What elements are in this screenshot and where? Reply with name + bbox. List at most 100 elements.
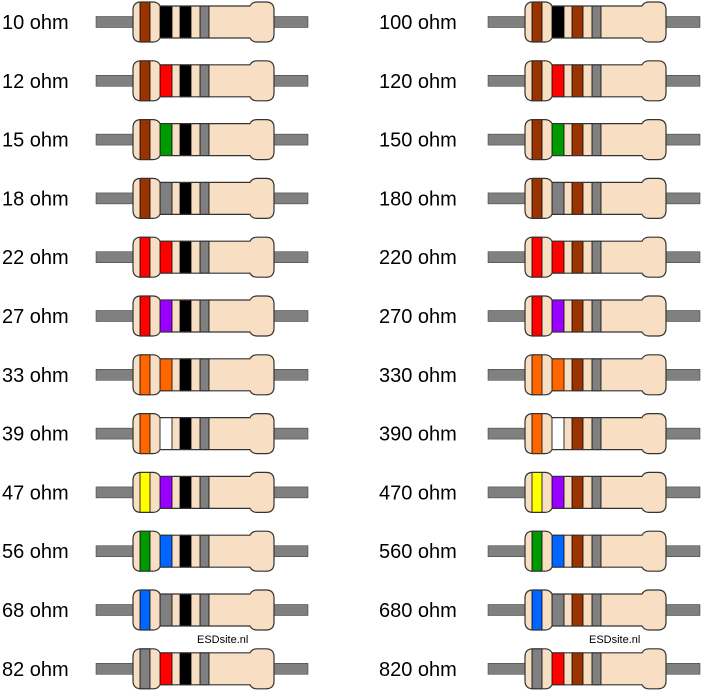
- resistor-label: 12 ohm: [2, 71, 69, 93]
- lead-left: [487, 545, 529, 557]
- lead-left: [95, 133, 137, 146]
- band-2: [159, 181, 173, 215]
- lead-right: [270, 310, 309, 322]
- resistor-label: 470 ohm: [379, 482, 457, 504]
- band-2: [159, 534, 173, 568]
- resistor: 68 ohm: [2, 589, 309, 631]
- lead-right: [662, 310, 701, 322]
- lead-left: [487, 427, 529, 440]
- resistor: 120 ohm: [379, 60, 701, 102]
- lead-right: [662, 604, 701, 616]
- resistor-label: 680 ohm: [379, 600, 457, 622]
- lead-left: [95, 192, 137, 205]
- band-1: [139, 236, 151, 278]
- resistor-outline: [132, 530, 275, 572]
- band-1: [139, 60, 151, 102]
- resistor: 100 ohm: [379, 1, 701, 43]
- band-multiplier: [179, 64, 192, 98]
- band-1: [531, 295, 543, 337]
- resistor-label: 15 ohm: [2, 130, 69, 152]
- resistor-outline: [524, 530, 667, 572]
- band-tolerance: [199, 417, 210, 451]
- resistor-label: 270 ohm: [379, 306, 457, 328]
- band-2: [159, 417, 173, 451]
- resistor: 390 ohm: [379, 413, 701, 455]
- lead-right: [662, 369, 701, 381]
- lead-right: [662, 192, 701, 205]
- band-multiplier: [179, 181, 192, 215]
- band-tolerance: [591, 64, 602, 98]
- band-2: [159, 64, 173, 98]
- lead-left: [487, 133, 529, 146]
- lead-left: [95, 310, 137, 322]
- lead-left: [95, 545, 137, 557]
- band-tolerance: [591, 593, 602, 627]
- band-multiplier: [571, 5, 584, 39]
- band-tolerance: [591, 299, 602, 333]
- resistor-outline: [524, 413, 667, 455]
- resistor-outline: [132, 413, 275, 455]
- band-multiplier: [571, 64, 584, 98]
- band-2: [159, 652, 173, 686]
- resistor: 39 ohm: [2, 413, 309, 455]
- band-2: [159, 240, 173, 274]
- lead-left: [487, 251, 529, 263]
- resistor-outline: [524, 119, 667, 161]
- lead-right: [662, 663, 701, 675]
- resistor-outline: [524, 589, 667, 631]
- band-multiplier: [571, 299, 584, 333]
- band-tolerance: [591, 123, 602, 156]
- resistor-label: 120 ohm: [379, 71, 457, 93]
- band-tolerance: [199, 534, 210, 568]
- band-1: [139, 530, 151, 572]
- lead-right: [270, 604, 309, 616]
- watermark-text: ESDsite.nl: [589, 634, 640, 646]
- resistor-outline: [132, 471, 275, 513]
- lead-left: [487, 369, 529, 381]
- resistor-label: 22 ohm: [2, 247, 69, 269]
- resistor: 680 ohm: [379, 589, 701, 631]
- band-1: [139, 1, 151, 43]
- band-1: [531, 119, 543, 160]
- resistor-outline: [524, 648, 667, 690]
- lead-left: [95, 16, 137, 28]
- resistor: 33 ohm: [2, 354, 309, 396]
- band-1: [139, 471, 151, 513]
- resistor-outline: [132, 589, 275, 631]
- resistor: 56 ohm: [2, 530, 309, 572]
- band-tolerance: [199, 475, 210, 509]
- resistor-outline: [524, 236, 667, 278]
- band-multiplier: [571, 652, 584, 686]
- lead-left: [487, 663, 529, 675]
- resistor: 330 ohm: [379, 354, 701, 396]
- resistor-outline: [132, 60, 275, 102]
- resistor: 270 ohm: [379, 295, 701, 337]
- lead-right: [270, 75, 309, 87]
- resistor: 150 ohm: [379, 119, 701, 161]
- lead-right: [270, 663, 309, 675]
- lead-left: [487, 16, 529, 28]
- band-1: [531, 354, 543, 396]
- lead-right: [662, 427, 701, 440]
- resistor: 220 ohm: [379, 236, 701, 278]
- band-multiplier: [179, 475, 192, 509]
- resistor-outline: [524, 60, 667, 102]
- band-tolerance: [591, 652, 602, 686]
- lead-left: [95, 75, 137, 87]
- band-1: [139, 413, 151, 455]
- band-multiplier: [179, 593, 192, 627]
- band-multiplier: [571, 593, 584, 627]
- lead-right: [662, 251, 701, 263]
- band-tolerance: [199, 5, 210, 39]
- resistor-outline: [524, 471, 667, 513]
- band-tolerance: [591, 534, 602, 568]
- resistor-label: 560 ohm: [379, 541, 457, 563]
- resistor-label: 47 ohm: [2, 482, 69, 504]
- band-tolerance: [591, 5, 602, 39]
- resistor-label: 180 ohm: [379, 188, 457, 210]
- resistor-outline: [524, 177, 667, 219]
- lead-right: [662, 16, 701, 28]
- resistor-label: 82 ohm: [2, 659, 69, 681]
